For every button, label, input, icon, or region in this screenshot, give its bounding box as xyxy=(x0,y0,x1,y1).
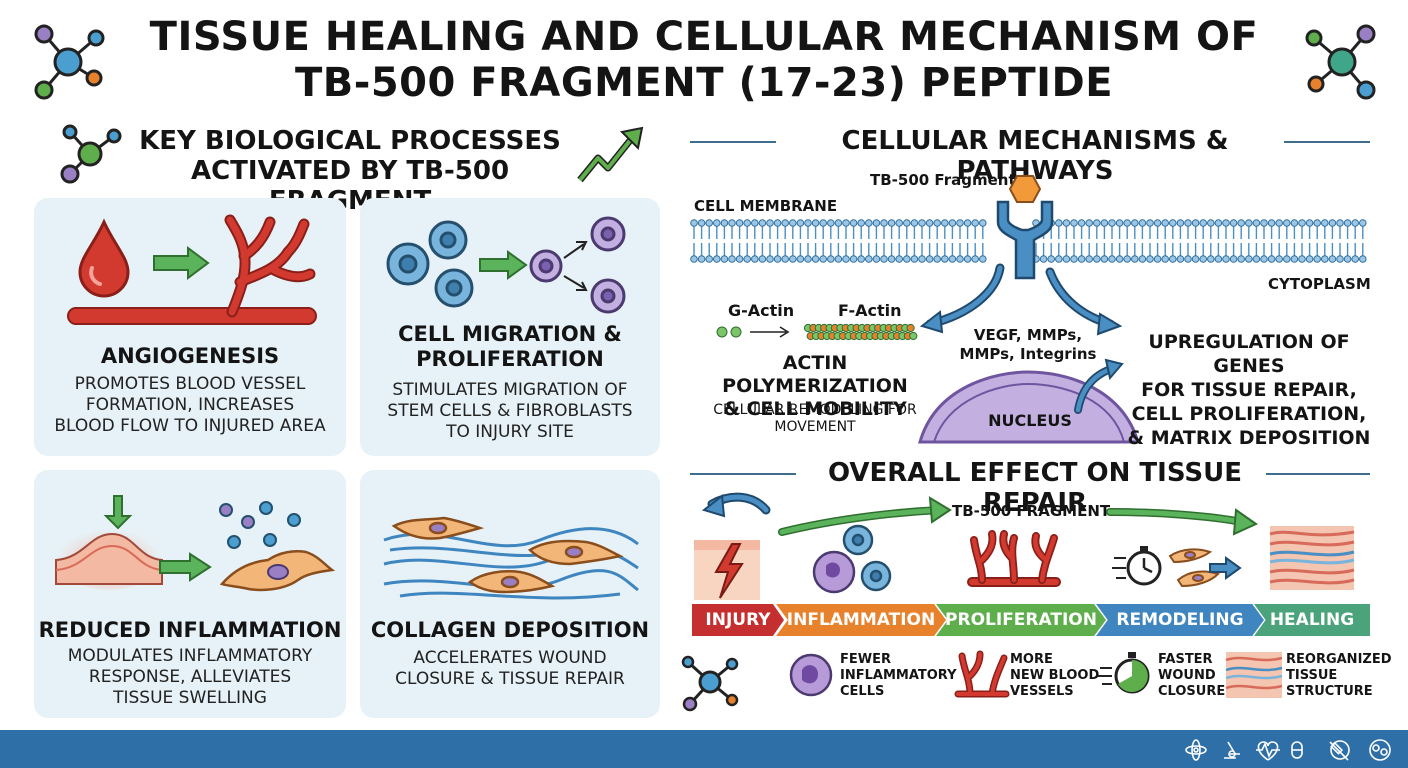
cells-icon xyxy=(1369,739,1391,761)
card-collagen-deposition: COLLAGEN DEPOSITION ACCELERATES WOUND CL… xyxy=(360,470,660,718)
stage-inflammation: INFLAMMATION xyxy=(776,604,946,636)
new-vessels-icon xyxy=(967,530,1061,587)
title-line-1: TISSUE HEALING AND CELLULAR MECHANISM OF xyxy=(149,14,1259,60)
dividing-cells-icon xyxy=(529,216,626,314)
fibroblast-particles-icon xyxy=(219,501,336,592)
cell-membrane xyxy=(690,219,1367,263)
stem-cells-icon xyxy=(386,220,474,308)
molecule-icon xyxy=(681,655,739,712)
arrow-right-icon xyxy=(159,552,212,582)
healed-tissue-icon xyxy=(1269,526,1355,590)
card-title: ANGIOGENESIS xyxy=(100,344,280,368)
progress-arrows xyxy=(701,492,1259,536)
stage-healing: HEALING xyxy=(1254,604,1370,636)
card-title: CELL MIGRATION & PROLIFERATION xyxy=(398,322,622,371)
nucleus-label: NUCLEUS xyxy=(988,411,1072,430)
page-title: TISSUE HEALING AND CELLULAR MECHANISM OF… xyxy=(0,14,1408,106)
syringe-icon xyxy=(1329,740,1350,761)
arrow-right-icon xyxy=(153,246,210,280)
card-description: STIMULATES MIGRATION OF STEM CELLS & FIB… xyxy=(387,380,633,442)
f-actin-label: F-Actin xyxy=(838,301,902,320)
microscope-icon xyxy=(1224,741,1240,759)
card-reduced-inflammation: REDUCED INFLAMMATION MODULATES INFLAMMAT… xyxy=(34,470,346,718)
cytoplasm-label: CYTOPLASM xyxy=(1268,275,1371,293)
inflammatory-cell-icon xyxy=(789,653,833,697)
blood-vessels-icon xyxy=(954,650,1010,698)
inflammatory-cells-icon xyxy=(812,524,892,594)
footer-bar xyxy=(0,730,1408,768)
card-title: REDUCED INFLAMMATION xyxy=(38,618,342,642)
blood-vessel-icon xyxy=(67,214,317,325)
capsule-icon xyxy=(1291,741,1303,759)
actin-desc: CELLULAR REMODELING FOR MOVEMENT xyxy=(713,402,917,435)
arrow-right-icon xyxy=(479,250,528,280)
growth-factors-label: VEGF, MMPs, MMPs, Integrins xyxy=(959,326,1097,363)
molecule-icon xyxy=(34,24,105,100)
stage-injury: INJURY xyxy=(692,604,784,636)
tissue-structure-icon xyxy=(1225,652,1283,698)
section-divider xyxy=(690,473,1370,475)
overall-heading: OVERALL EFFECT ON TISSUE REPAIR xyxy=(827,458,1242,518)
gene-upregulation-text: UPREGULATION OF GENES FOR TISSUE REPAIR,… xyxy=(1127,331,1371,449)
card-cell-migration: CELL MIGRATION & PROLIFERATION STIMULATE… xyxy=(360,198,660,456)
molecule-icon xyxy=(60,124,122,184)
molecule-icon xyxy=(1305,24,1376,100)
card-title: COLLAGEN DEPOSITION xyxy=(370,618,650,642)
peptide-hexagon-icon xyxy=(1008,175,1042,203)
fragment-label: TB-500 Fragment xyxy=(870,171,1016,189)
footer-icons xyxy=(1185,739,1391,761)
g-actin-label: G-Actin xyxy=(728,301,795,320)
title-line-2: TB-500 FRAGMENT (17-23) PEPTIDE xyxy=(294,60,1114,106)
mechanisms-heading: CELLULAR MECHANISMS & PATHWAYS xyxy=(841,126,1229,186)
atom-icon xyxy=(1185,739,1207,761)
card-description: MODULATES INFLAMMATORY RESPONSE, ALLEVIA… xyxy=(67,646,313,708)
actin-filament-icon xyxy=(716,323,918,341)
heartbeat-icon xyxy=(1256,741,1280,761)
trend-up-icon xyxy=(577,126,644,183)
membrane-label: CELL MEMBRANE xyxy=(694,197,838,215)
card-description: ACCELERATES WOUND CLOSURE & TISSUE REPAI… xyxy=(395,648,625,689)
inflamed-skin-icon xyxy=(55,495,163,590)
stage-remodeling: REMODELING xyxy=(1096,604,1264,636)
collagen-fibers-icon xyxy=(383,516,639,600)
blood-drop-icon xyxy=(78,218,130,298)
receptor-icon xyxy=(996,200,1054,280)
card-description: PROMOTES BLOOD VESSEL FORMATION, INCREAS… xyxy=(54,374,326,436)
stopwatch-icon xyxy=(1112,546,1242,588)
section-divider xyxy=(690,141,1370,143)
pathway-arrows xyxy=(919,263,1123,336)
card-angiogenesis: ANGIOGENESIS PROMOTES BLOOD VESSEL FORMA… xyxy=(34,198,346,456)
overall-fragment-label: TB-500 FRAGMENT xyxy=(952,502,1111,520)
gene-arrow-icon xyxy=(1074,358,1124,414)
actin-title: ACTIN POLYMERIZATION & CELL MOBILITY xyxy=(722,352,908,420)
injury-icon xyxy=(694,540,760,600)
stage-proliferation: PROLIFERATION xyxy=(936,604,1106,636)
timer-icon xyxy=(1098,652,1150,694)
